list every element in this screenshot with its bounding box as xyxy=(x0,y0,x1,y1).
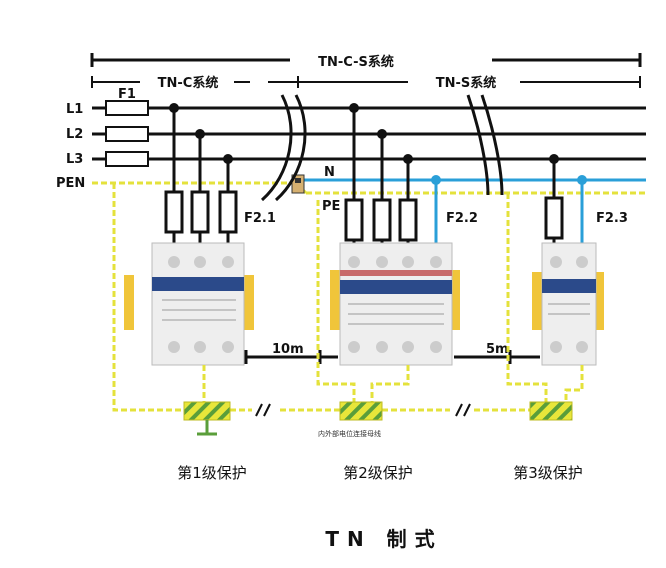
label-distance-10m: 10m xyxy=(272,342,304,357)
stage3-taps xyxy=(544,159,564,248)
label-stage-1: 第1级保护 xyxy=(177,464,247,482)
stage3-neutral-junction xyxy=(577,175,587,185)
label-f2-1: F2.1 xyxy=(244,211,276,226)
pe-bonding-network xyxy=(112,183,584,412)
system-span-tn-c xyxy=(91,76,641,88)
label-distance-5m: 5m xyxy=(486,342,509,357)
fuse-f1 xyxy=(105,100,149,167)
label-f2-2: F2.2 xyxy=(446,211,478,226)
earth-bar-stage1 xyxy=(183,401,231,421)
label-l3: L3 xyxy=(66,152,83,167)
earth-bar-stage3 xyxy=(529,401,573,421)
label-f1: F1 xyxy=(118,87,136,102)
label-l2: L2 xyxy=(66,127,83,142)
diagram-title: TN 制式 xyxy=(325,527,442,551)
stage2-taps xyxy=(344,108,418,248)
stage2-spd-module xyxy=(330,242,460,366)
stage1-spd-module xyxy=(124,242,254,366)
label-tn-c: TN-C系统 xyxy=(158,75,219,91)
label-pe: PE xyxy=(322,199,340,214)
break-mark-1 xyxy=(261,94,307,202)
stage1-junctions xyxy=(169,103,233,164)
ground-icon xyxy=(197,420,217,436)
distance-line-10m xyxy=(244,350,338,364)
earth-bar-stage2 xyxy=(339,401,383,421)
label-tn-c-s: TN-C-S系统 xyxy=(318,54,394,70)
system-span-tn-c-s xyxy=(90,53,642,67)
stage2-junctions xyxy=(349,103,413,164)
label-pen: PEN xyxy=(56,176,85,191)
label-f2-3: F2.3 xyxy=(596,211,628,226)
break-mark-2 xyxy=(466,94,504,196)
label-l1: L1 xyxy=(66,102,83,117)
stage3-junction xyxy=(549,154,559,164)
stage3-spd-module xyxy=(532,242,604,366)
label-tn-s: TN-S系统 xyxy=(436,75,497,91)
stage1-taps xyxy=(164,108,238,248)
distance-line-5m xyxy=(454,350,540,364)
label-stage-2: 第2级保护 xyxy=(343,464,413,482)
label-n: N xyxy=(324,165,335,180)
stage2-neutral-junction xyxy=(431,175,441,185)
label-bonding-bar-note: 内外部电位连接母线 xyxy=(318,429,381,438)
bonding-break-marks xyxy=(255,403,471,417)
label-stage-3: 第3级保护 xyxy=(513,464,583,482)
pen-split-screw xyxy=(295,178,301,183)
